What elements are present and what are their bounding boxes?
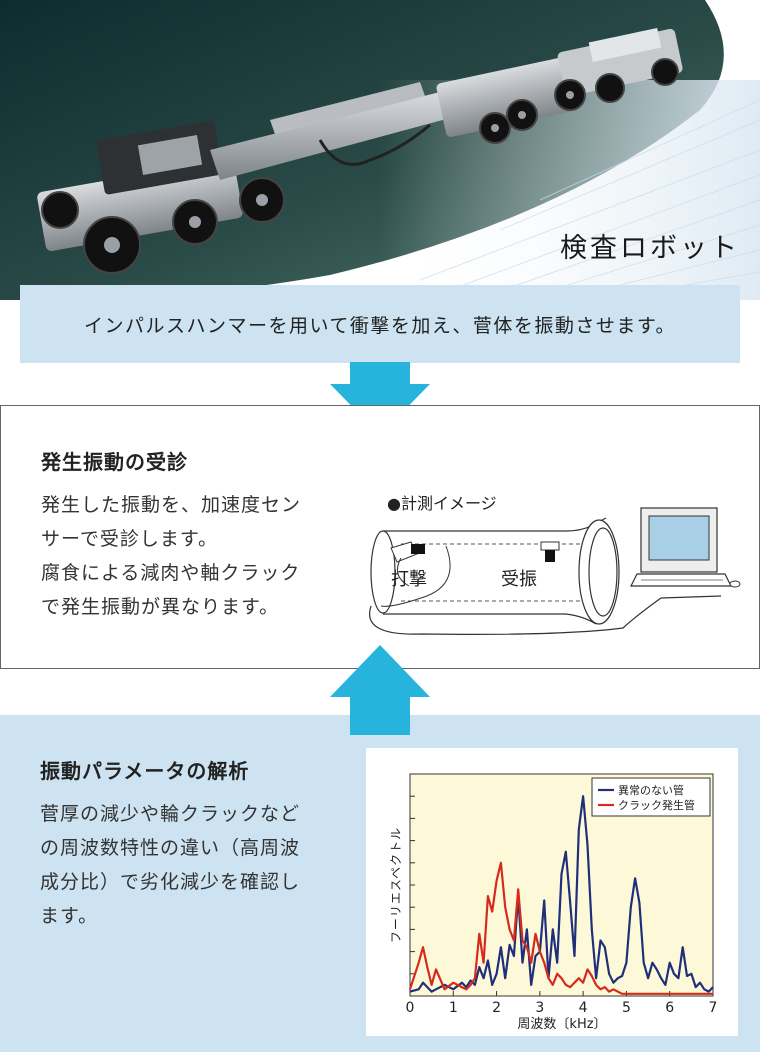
arrow-down-icon <box>330 362 430 435</box>
section2-line: ます。 <box>40 905 99 927</box>
legend-label: クラック発生管 <box>618 798 695 812</box>
section1-title: 発生振動の受診 <box>41 450 188 474</box>
x-tick-label: 4 <box>579 1000 588 1016</box>
section1-line: 腐食による減肉や軸クラック <box>41 562 301 584</box>
x-tick-label: 0 <box>406 1000 415 1016</box>
inspection-robot-image <box>0 0 760 300</box>
section2-title: 振動パラメータの解析 <box>40 759 250 783</box>
series-line-0 <box>409 795 714 993</box>
section2-line: 成分比）で劣化減少を確認し <box>40 871 301 893</box>
measurement-diagram <box>369 507 741 635</box>
fourier-spectrum-chart: フーリエスペクトル 周波数〔kHz〕 0 1 2 3 4 5 6 7 異常のない管クラック発生… <box>366 748 738 1036</box>
section2-line: 菅厚の減少や輪クラックなど <box>40 803 301 825</box>
receive-label: 受振 <box>501 569 537 590</box>
x-tick-label: 3 <box>535 1000 544 1016</box>
x-tick-label: 1 <box>449 1000 458 1016</box>
section1-description: 発生した振動を、加速度セン サーで受診します。 腐食による減肉や軸クラック で発… <box>41 488 351 624</box>
hero-caption: 検査ロボット <box>560 233 740 264</box>
intro-text: インパルスハンマーを用いて衝撃を加え、菅体を振動させます。 <box>83 314 677 337</box>
hero-banner: 検査ロボット <box>0 0 760 300</box>
y-axis-label: フーリエスペクトル <box>389 827 403 943</box>
section2-line: の周波数特性の違い（高周波 <box>40 837 301 859</box>
x-tick-label: 2 <box>492 1000 501 1016</box>
section1-line: サーで受診します。 <box>41 528 218 550</box>
arrow-up-icon <box>330 645 430 735</box>
chart-svg: フーリエスペクトル 周波数〔kHz〕 0 1 2 3 4 5 6 7 異常のない管クラック発生… <box>389 773 718 1032</box>
x-tick-label: 6 <box>665 1000 674 1016</box>
section1-line: 発生した振動を、加速度セン <box>41 494 302 516</box>
legend-label: 異常のない管 <box>618 783 684 797</box>
measurement-diagram-title: ●計測イメージ <box>387 494 497 513</box>
strike-label: 打撃 <box>391 569 427 590</box>
legend-box <box>591 777 711 817</box>
intro-band: インパルスハンマーを用いて衝撃を加え、菅体を振動させます。 <box>20 285 740 363</box>
x-tick-label: 7 <box>709 1000 718 1016</box>
section1-line: で発生振動が異なります。 <box>41 596 280 618</box>
vibration-analysis-section: 振動パラメータの解析 菅厚の減少や輪クラックなど の周波数特性の違い（高周波 成… <box>0 715 760 1052</box>
x-tick-label: 5 <box>622 1000 631 1016</box>
vibration-reception-panel: 発生振動の受診 発生した振動を、加速度セン サーで受診します。 腐食による減肉や… <box>0 405 760 669</box>
x-axis-label: 周波数〔kHz〕 <box>517 1017 606 1032</box>
section2-description: 菅厚の減少や輪クラックなど の周波数特性の違い（高周波 成分比）で劣化減少を確認… <box>40 797 345 933</box>
series-line-1 <box>408 861 713 995</box>
